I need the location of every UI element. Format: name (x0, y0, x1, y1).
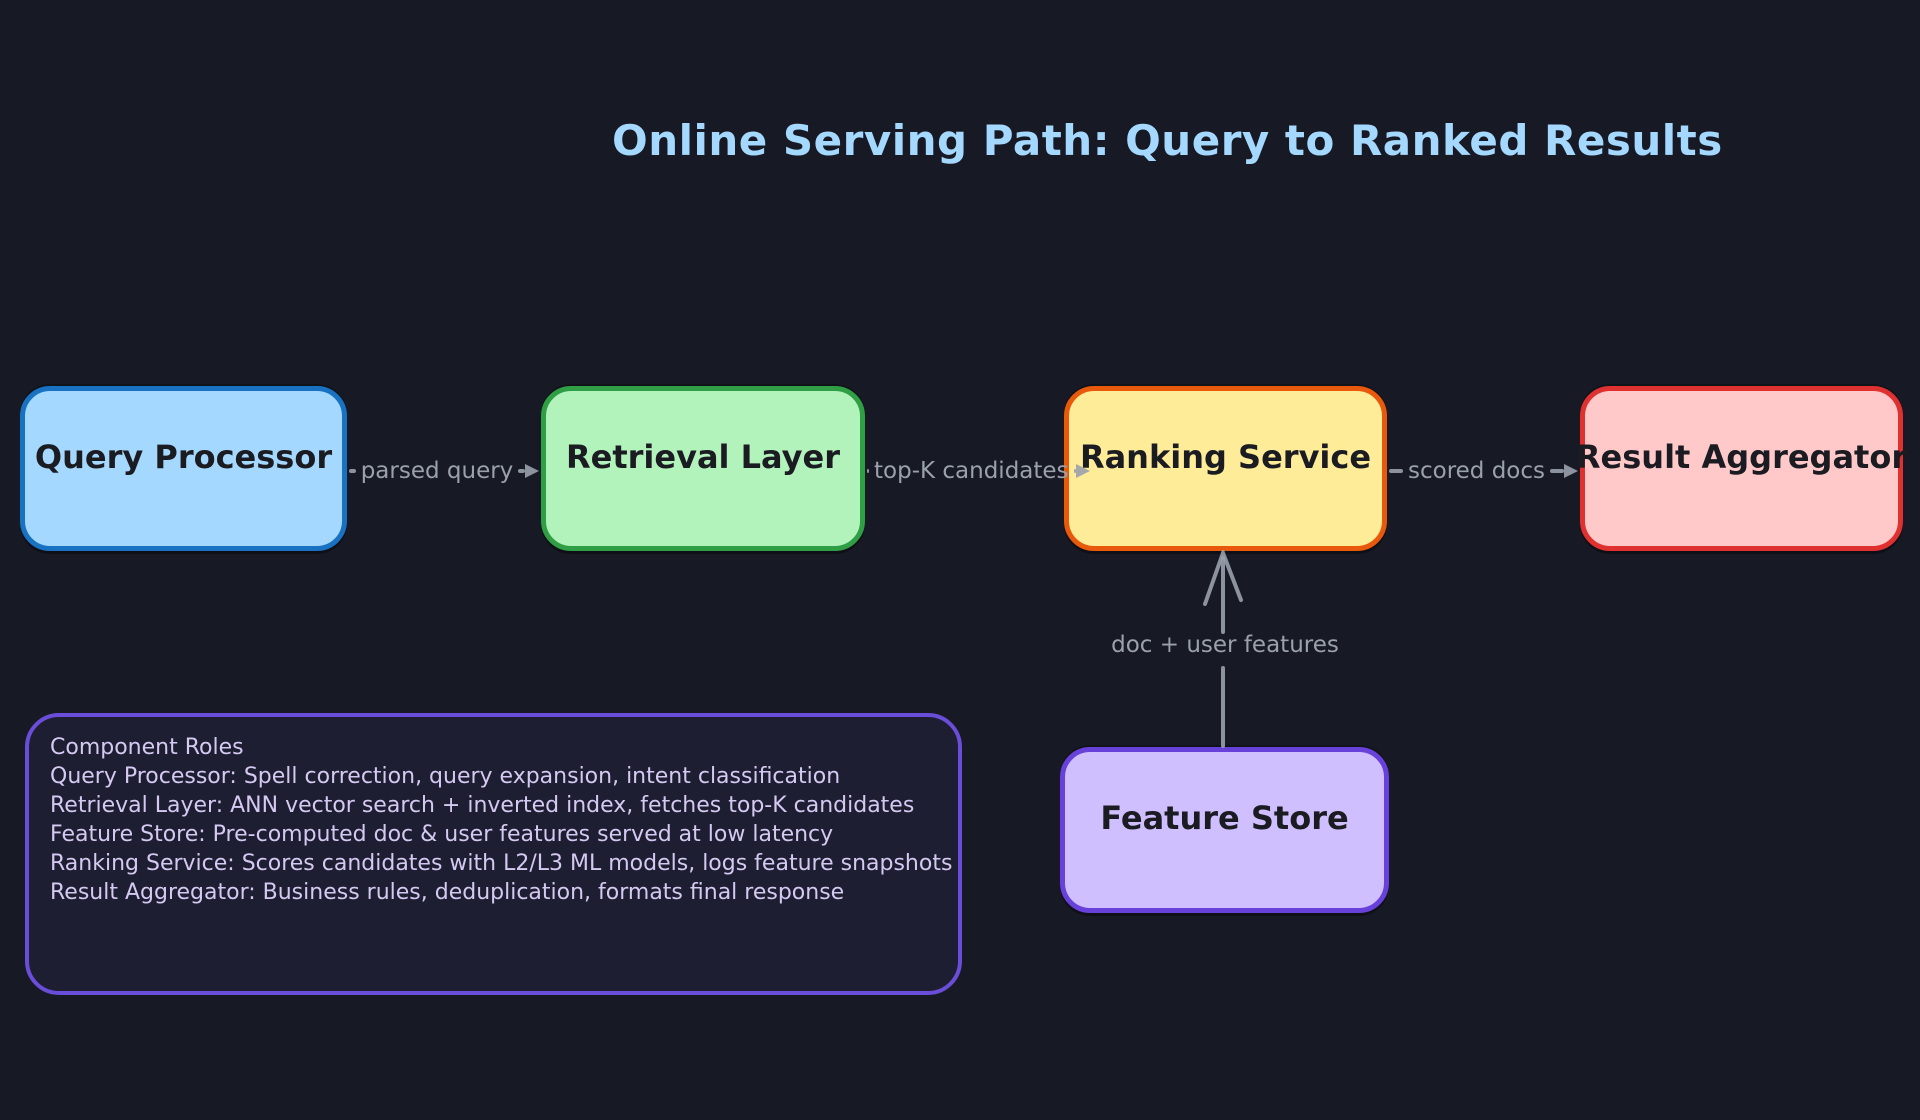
edge-doc-user-features: doc + user features (1111, 548, 1339, 748)
edge-parsed-query-label: parsed query (360, 457, 514, 484)
node-result-aggregator-label: Result Aggregator (1575, 437, 1908, 476)
edge-line (1389, 469, 1403, 473)
edge-line (349, 469, 356, 473)
edge-line (1221, 556, 1225, 634)
edge-scored-docs-label: scored docs (1408, 457, 1546, 484)
node-retrieval-layer-label: Retrieval Layer (566, 437, 840, 476)
edge-line (1550, 469, 1565, 473)
legend-line: Ranking Service: Scores candidates with … (50, 851, 953, 876)
edge-line (1073, 469, 1076, 473)
edge-line (1221, 666, 1225, 748)
diagram-title: Online Serving Path: Query to Ranked Res… (612, 116, 1723, 165)
arrowhead-up-icon (1203, 550, 1243, 606)
edge-topk-candidates: top-K candidates (867, 450, 1090, 492)
arrowhead-right-icon (1564, 464, 1579, 478)
legend-line: Feature Store: Pre-computed doc & user f… (50, 822, 834, 847)
legend-line: Query Processor: Spell correction, query… (50, 764, 841, 789)
node-ranking-service-label: Ranking Service (1079, 437, 1372, 476)
node-feature-store[interactable]: Feature Store (1060, 747, 1389, 913)
edge-line (867, 469, 869, 473)
arrowhead-right-icon (525, 464, 539, 478)
node-feature-store-label: Feature Store (1100, 799, 1349, 837)
node-query-processor-label: Query Processor (34, 437, 333, 476)
edge-parsed-query: parsed query (349, 450, 539, 492)
legend-line: Result Aggregator: Business rules, dedup… (50, 880, 845, 905)
arrowhead-right-icon (1075, 464, 1090, 478)
legend-title: Component Roles (50, 735, 244, 760)
node-retrieval-layer[interactable]: Retrieval Layer (541, 386, 865, 551)
legend-box: Component Roles Query Processor: Spell c… (25, 713, 962, 995)
node-query-processor[interactable]: Query Processor (20, 386, 347, 551)
edge-scored-docs: scored docs (1389, 450, 1579, 492)
edge-line (518, 469, 525, 473)
node-result-aggregator[interactable]: Result Aggregator (1576, 386, 1907, 551)
legend-line: Retrieval Layer: ANN vector search + inv… (50, 793, 915, 818)
edge-doc-user-features-label: doc + user features (1111, 632, 1339, 658)
node-ranking-service[interactable]: Ranking Service (1064, 386, 1387, 551)
edge-topk-candidates-label: top-K candidates (874, 457, 1069, 484)
